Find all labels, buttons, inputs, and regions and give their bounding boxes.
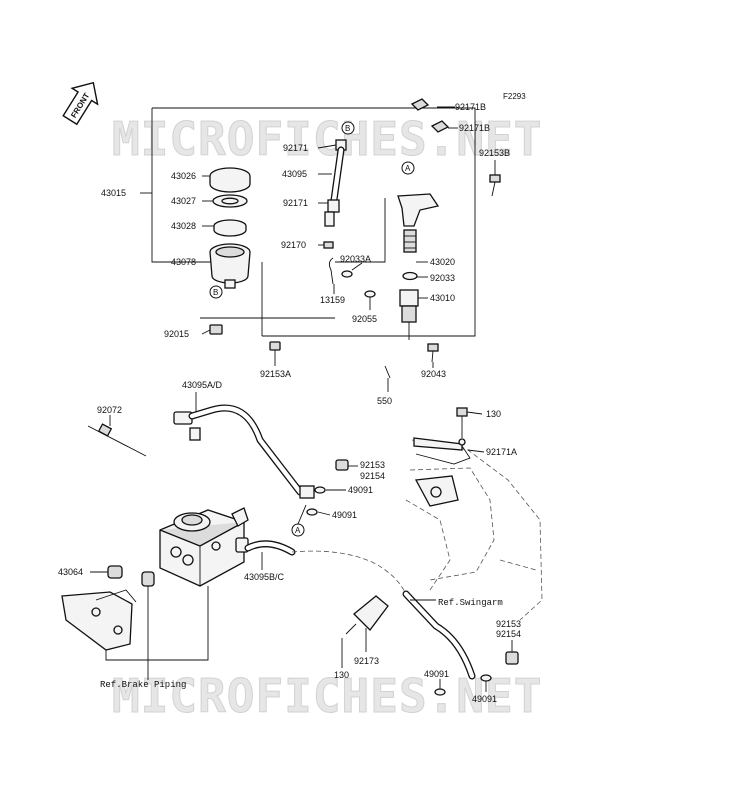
- rod-43010: [399, 289, 419, 340]
- reservoir-cap-43026: [209, 167, 251, 193]
- part-label-92171B-2: 92171B: [459, 123, 490, 133]
- hose-43095AD: [173, 404, 315, 499]
- bolt-92153A: [269, 341, 281, 356]
- part-label-92153-upper: 92153: [360, 460, 385, 470]
- part-label-92170: 92170: [281, 240, 306, 250]
- master-cylinder-43020: [397, 193, 440, 253]
- svg-text:B: B: [213, 288, 218, 297]
- clamp-92171B: [410, 98, 450, 133]
- rubber-mount-43064: [107, 565, 155, 587]
- part-label-43028: 43028: [171, 221, 196, 231]
- plate-43027: [212, 194, 248, 208]
- part-label-130-lower: 130: [334, 670, 349, 680]
- callout-a-lower: A: [291, 523, 305, 537]
- svg-text:A: A: [295, 526, 301, 535]
- part-label-92043: 92043: [421, 369, 446, 379]
- hose-43095: [323, 139, 347, 249]
- part-label-92153A: 92153A: [260, 369, 291, 379]
- svg-text:B: B: [345, 124, 350, 133]
- part-label-92173: 92173: [354, 656, 379, 666]
- part-label-49091-a: 49091: [348, 485, 373, 495]
- part-label-92171-top: 92171: [283, 143, 308, 153]
- part-label-92033: 92033: [430, 273, 455, 283]
- clip-92033A: [341, 270, 353, 278]
- part-label-43095AD: 43095A/D: [182, 380, 223, 390]
- watermark-top: MICROFICHES.NET: [112, 112, 542, 166]
- part-label-92072: 92072: [97, 405, 122, 415]
- part-label-130-upper: 130: [486, 409, 501, 419]
- part-label-43078: 43078: [171, 257, 196, 267]
- fitting-13159: [328, 257, 334, 285]
- part-label-43064: 43064: [58, 567, 83, 577]
- part-label-92033A: 92033A: [340, 254, 371, 264]
- front-arrow-icon: FRONT: [62, 81, 99, 126]
- part-label-43027: 43027: [171, 196, 196, 206]
- figure-code: F2293: [503, 92, 526, 101]
- bolt-92153B: [489, 174, 501, 197]
- part-label-43095: 43095: [282, 169, 307, 179]
- clip-92033: [402, 271, 418, 281]
- washer-49091-upper: [306, 486, 326, 516]
- bolt-92153-lower: [505, 651, 519, 665]
- bolt-92153-upper: [335, 459, 349, 471]
- oring-92055: [364, 290, 376, 298]
- part-label-92171B-1: 92171B: [455, 102, 486, 112]
- clamp-92015: [209, 324, 223, 335]
- part-label-92015: 92015: [164, 329, 189, 339]
- part-label-92055: 92055: [352, 314, 377, 324]
- part-label-43026: 43026: [171, 171, 196, 181]
- clamp-92173: [345, 595, 389, 635]
- part-label-49091-b: 49091: [332, 510, 357, 520]
- reservoir-43078: [209, 243, 251, 289]
- svg-text:A: A: [405, 164, 411, 173]
- diaphragm-43028: [213, 219, 247, 237]
- part-label-92153-lower: 92153: [496, 619, 521, 629]
- part-label-92154-upper: 92154: [360, 471, 385, 481]
- cable-tie-92072: [87, 423, 147, 457]
- part-label-49091-d: 49091: [472, 694, 497, 704]
- abs-bracket: [61, 589, 137, 651]
- part-label-43010: 43010: [430, 293, 455, 303]
- ref-brake-piping: Ref.Brake Piping: [100, 680, 186, 690]
- swingarm-reference: [405, 439, 543, 621]
- part-label-49091-c: 49091: [424, 669, 449, 679]
- callout-a-upper: A: [401, 161, 415, 175]
- part-label-43020: 43020: [430, 257, 455, 267]
- bolt-92043: [427, 343, 439, 363]
- part-label-13159: 13159: [320, 295, 345, 305]
- part-label-43095BC: 43095B/C: [244, 572, 285, 582]
- ref-swingarm: Ref.Swingarm: [438, 598, 503, 608]
- clamp-92171A: [413, 407, 471, 465]
- part-label-43015: 43015: [101, 188, 126, 198]
- part-label-92153B: 92153B: [479, 148, 510, 158]
- abs-hydraulic-unit: [159, 507, 249, 587]
- part-label-550: 550: [377, 396, 392, 406]
- hose-43095BC: [235, 537, 476, 680]
- part-label-92171-mid: 92171: [283, 198, 308, 208]
- callout-b-lower: B: [209, 285, 223, 299]
- part-label-92171A: 92171A: [486, 447, 517, 457]
- pin-550: [384, 365, 391, 379]
- part-label-92154-lower: 92154: [496, 629, 521, 639]
- callout-b-upper: B: [341, 121, 355, 135]
